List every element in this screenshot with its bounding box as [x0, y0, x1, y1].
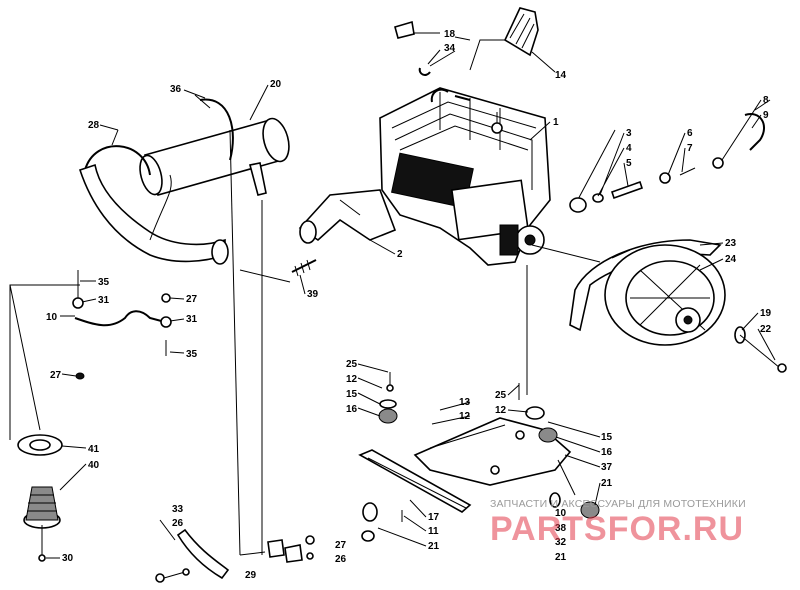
muffler-20	[139, 117, 290, 196]
watermark-tagline: ЗАПЧАСТИ И АКСЕССУАРЫ ДЛЯ МОТОТЕХНИКИ	[490, 498, 746, 510]
callout-25-left: 25	[346, 359, 358, 370]
exhaust-spring-28	[84, 129, 151, 176]
callout-8: 8	[763, 95, 769, 106]
callout-26-left: 26	[172, 518, 184, 529]
callout-29: 29	[245, 570, 257, 581]
mount-plate-17	[413, 417, 572, 486]
callout-26-right: 26	[335, 554, 347, 565]
callout-4: 4	[626, 143, 632, 154]
callout-21-right: 21	[601, 478, 613, 489]
callout-28: 28	[88, 120, 100, 131]
callout-15-left: 15	[346, 389, 358, 400]
callout-24: 24	[725, 254, 737, 265]
spacer-bolt-3	[569, 129, 724, 213]
callout-2: 2	[397, 249, 403, 260]
engine-block	[379, 87, 551, 266]
mount-hardware	[361, 372, 600, 542]
leader-line	[239, 269, 291, 283]
callouts: 18 34 14 1 36 20 28 2 39 35 31 27 10 31 …	[46, 29, 772, 581]
callout-27-left: 27	[50, 370, 62, 381]
muffler-strap-36	[194, 94, 234, 161]
decal-tag	[394, 20, 440, 39]
callout-14: 14	[555, 70, 567, 81]
callout-12-left: 12	[346, 374, 358, 385]
bracket-9	[744, 99, 771, 151]
callout-34: 34	[444, 43, 456, 54]
belt-guard-23	[569, 239, 722, 332]
callout-32: 32	[555, 537, 567, 548]
exhaust-manifold-2	[298, 189, 397, 244]
callout-10: 10	[46, 312, 58, 323]
callout-22: 22	[760, 324, 772, 335]
callout-16-right: 16	[601, 447, 613, 458]
drive-clutch-24	[604, 244, 726, 346]
callout-13: 13	[459, 397, 471, 408]
callout-6: 6	[687, 128, 693, 139]
callout-36: 36	[170, 84, 182, 95]
callout-7: 7	[687, 143, 693, 154]
leader-line	[531, 244, 601, 263]
watermark-logo: PARTSFOR.RU	[490, 510, 744, 548]
callout-9: 9	[763, 110, 769, 121]
clamp-26	[239, 535, 315, 563]
callout-39: 39	[307, 289, 319, 300]
callout-leaders	[46, 36, 776, 559]
callout-30: 30	[62, 553, 74, 564]
callout-20: 20	[270, 79, 282, 90]
callout-12-middle: 12	[459, 411, 471, 422]
callout-38: 38	[555, 523, 567, 534]
callout-15-right: 15	[601, 432, 613, 443]
callout-23: 23	[725, 238, 737, 249]
watermark: ЗАПЧАСТИ И АКСЕССУАРЫ ДЛЯ МОТОТЕХНИКИ PA…	[490, 498, 746, 548]
callout-35-bottom: 35	[186, 349, 198, 360]
callout-3: 3	[626, 128, 632, 139]
callout-25-right: 25	[495, 390, 507, 401]
callout-1: 1	[553, 117, 559, 128]
callout-12-right: 12	[495, 405, 507, 416]
grommet-41	[17, 434, 63, 456]
spring-clip-34	[418, 49, 441, 76]
callout-33: 33	[172, 504, 184, 515]
exhaust-spring-39	[291, 259, 317, 277]
exhaust-pipe	[78, 163, 229, 265]
callout-10-lower: 10	[555, 508, 567, 519]
ignition-coil-14	[469, 7, 556, 73]
callout-41: 41	[88, 444, 100, 455]
callout-17: 17	[428, 512, 440, 523]
callout-31-top: 31	[98, 295, 110, 306]
callout-27-top: 27	[186, 294, 198, 305]
callout-37: 37	[601, 462, 613, 473]
heat-shield-29	[155, 519, 230, 583]
callout-35-top: 35	[98, 277, 110, 288]
bracket-10	[72, 270, 172, 380]
leader-line	[229, 129, 241, 556]
callout-27-bottom: 27	[335, 540, 347, 551]
callout-21-left: 21	[428, 541, 440, 552]
callout-18: 18	[444, 29, 456, 40]
callout-11: 11	[428, 526, 439, 537]
callout-19: 19	[760, 308, 772, 319]
clutch-bolt-22	[734, 326, 787, 373]
callout-21-lower: 21	[555, 552, 567, 563]
callout-5: 5	[626, 158, 632, 169]
leader-line	[9, 284, 80, 440]
callout-16-left: 16	[346, 404, 358, 415]
boot-40	[23, 486, 61, 562]
rail-17	[358, 449, 472, 513]
callout-40: 40	[88, 460, 100, 471]
callout-31-right: 31	[186, 314, 198, 325]
